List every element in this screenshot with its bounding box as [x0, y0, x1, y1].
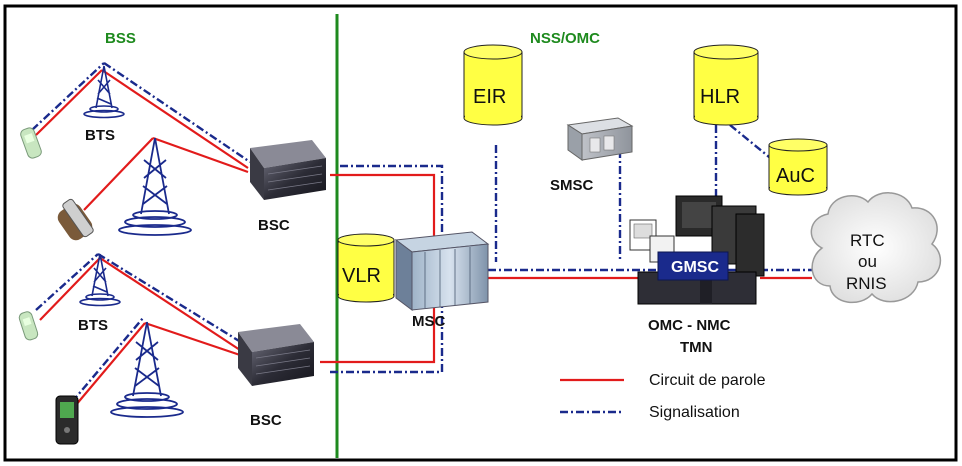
mobile-phone-icon [57, 198, 94, 241]
bts-antenna-icon [118, 137, 192, 236]
eir-label: EIR [473, 86, 506, 108]
bts-label: BTS [85, 127, 115, 144]
msc-switch-icon [394, 231, 490, 311]
omc-nmc-label: OMC - NMC [648, 317, 731, 334]
bts-antenna-icon [79, 253, 121, 307]
region-label-nss: NSS/OMC [530, 30, 600, 47]
vlr-label: VLR [342, 265, 381, 287]
bts-antenna-icon [83, 65, 125, 119]
msc-label: MSC [412, 313, 446, 330]
auc-database-icon [768, 138, 828, 196]
cloud-label-rnis: RNIS [846, 274, 887, 293]
legend: Circuit de parole Signalisation [560, 372, 766, 421]
mobile-phone-icon [55, 395, 79, 445]
tmn-label: TMN [680, 339, 713, 356]
speech-lines [35, 69, 812, 413]
bsc-unit-icon [250, 140, 326, 200]
mobile-phone-icon [20, 127, 42, 159]
legend-signal-label: Signalisation [649, 404, 740, 421]
legend-speech-label: Circuit de parole [649, 372, 766, 389]
hlr-label: HLR [700, 86, 740, 108]
bsc-label: BSC [250, 412, 282, 429]
bsc-label: BSC [258, 217, 290, 234]
hlr-database-icon [693, 44, 759, 126]
vlr-database-icon [337, 233, 395, 303]
bts-antenna-icon [110, 321, 184, 418]
gmsc-label: GMSC [671, 259, 719, 276]
cloud-label-rtc: RTC [850, 231, 885, 250]
auc-label: AuC [776, 165, 815, 187]
eir-database-icon [463, 44, 523, 126]
cloud-label-ou: ou [858, 252, 877, 271]
bsc-unit-icon [238, 324, 314, 386]
smsc-server-icon [566, 117, 634, 161]
bts-label: BTS [78, 317, 108, 334]
smsc-label: SMSC [550, 177, 594, 194]
region-label-bss: BSS [105, 30, 136, 47]
mobile-phone-icon [18, 311, 39, 341]
gmsc-badge [657, 251, 729, 281]
pstn-isdn-cloud-icon [810, 192, 942, 304]
